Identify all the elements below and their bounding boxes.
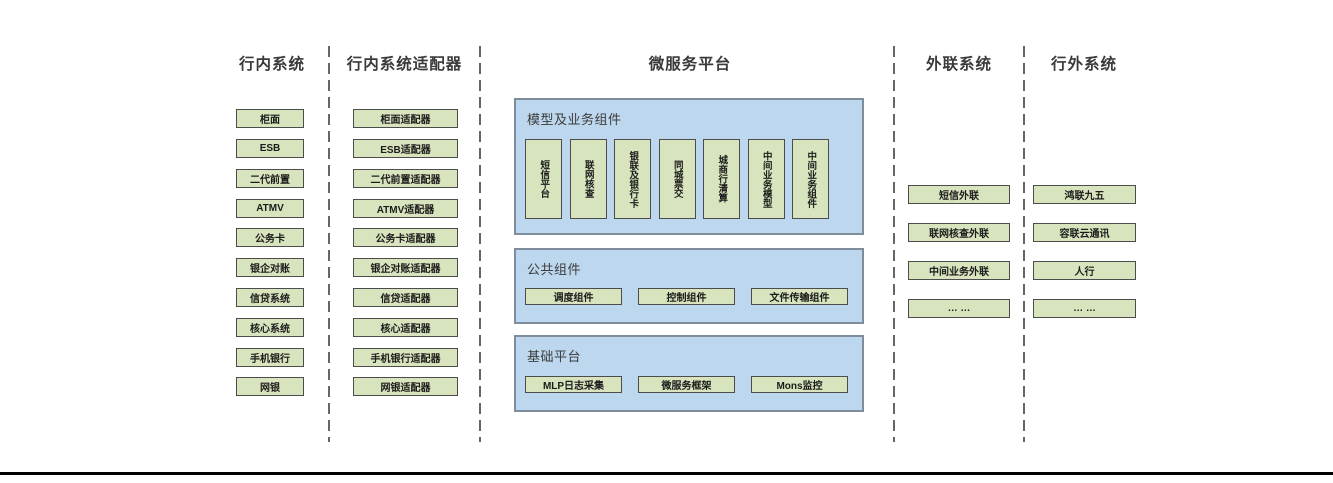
adapter-node: 核心适配器 [353, 318, 458, 337]
panel-common-components: 公共组件 调度组件 控制组件 文件传输组件 [514, 248, 864, 324]
internal-system-node: 柜面 [236, 109, 304, 128]
internal-system-node: 手机银行 [236, 348, 304, 367]
outreach-node: 短信外联 [908, 185, 1010, 204]
adapter-node: ESB适配器 [353, 139, 458, 158]
panel-model-business-components: 模型及业务组件 短信平台 联网核查 银联及银行卡 同城票交 城商行清算 中间业务… [514, 98, 864, 235]
internal-system-node: ESB [236, 139, 304, 158]
common-component-node: 文件传输组件 [751, 288, 848, 305]
internal-system-node: 网银 [236, 377, 304, 396]
model-component-node: 城商行清算 [703, 139, 740, 219]
internal-system-node: 信贷系统 [236, 288, 304, 307]
model-component-row: 短信平台 联网核查 银联及银行卡 同城票交 城商行清算 中间业务模型 中间业务组… [525, 139, 829, 219]
model-component-node: 联网核查 [569, 139, 607, 219]
base-platform-node: 微服务框架 [638, 376, 735, 393]
model-component-node: 中间业务模型 [747, 139, 785, 219]
base-platform-node: Mons监控 [751, 376, 848, 393]
outreach-node: 联网核查外联 [908, 223, 1010, 242]
adapter-node: 银企对账适配器 [353, 258, 458, 277]
column-separator [893, 46, 895, 442]
internal-system-node: 二代前置 [236, 169, 304, 188]
bottom-border-line [0, 472, 1333, 475]
panel-title: 基础平台 [527, 349, 582, 364]
column-header-platform: 微服务平台 [648, 56, 732, 73]
column-header-outreach: 外联系统 [925, 56, 992, 73]
base-platform-node: MLP日志采集 [525, 376, 622, 393]
adapter-node: 公务卡适配器 [353, 228, 458, 247]
common-component-node: 调度组件 [525, 288, 622, 305]
common-component-node: 控制组件 [638, 288, 735, 305]
adapter-node: 信贷适配器 [353, 288, 458, 307]
column-separator [479, 46, 481, 442]
external-node: 容联云通讯 [1033, 223, 1136, 242]
adapter-node: 柜面适配器 [353, 109, 458, 128]
adapter-node: ATMV适配器 [353, 199, 458, 218]
outreach-node: … … [908, 299, 1010, 318]
panel-base-platform: 基础平台 MLP日志采集 微服务框架 Mons监控 [514, 335, 864, 412]
panel-title: 公共组件 [527, 262, 582, 277]
external-node: 人行 [1033, 261, 1136, 280]
adapter-node: 手机银行适配器 [353, 348, 458, 367]
model-component-node: 短信平台 [525, 139, 562, 219]
adapter-node: 二代前置适配器 [353, 169, 458, 188]
column-header-internal: 行内系统 [238, 56, 305, 73]
internal-system-node: 银企对账 [236, 258, 304, 277]
column-separator [1023, 46, 1025, 442]
column-separator [328, 46, 330, 442]
model-component-node: 银联及银行卡 [614, 139, 651, 219]
external-node: 鸿联九五 [1033, 185, 1136, 204]
column-header-adapters: 行内系统适配器 [346, 56, 463, 73]
internal-system-node: 公务卡 [236, 228, 304, 247]
model-component-node: 中间业务组件 [792, 139, 829, 219]
outreach-node: 中间业务外联 [908, 261, 1010, 280]
internal-system-node: ATMV [236, 199, 304, 218]
adapter-node: 网银适配器 [353, 377, 458, 396]
column-header-external: 行外系统 [1050, 56, 1117, 73]
panel-title: 模型及业务组件 [527, 112, 622, 127]
model-component-node: 同城票交 [658, 139, 696, 219]
internal-system-node: 核心系统 [236, 318, 304, 337]
external-node: … … [1033, 299, 1136, 318]
